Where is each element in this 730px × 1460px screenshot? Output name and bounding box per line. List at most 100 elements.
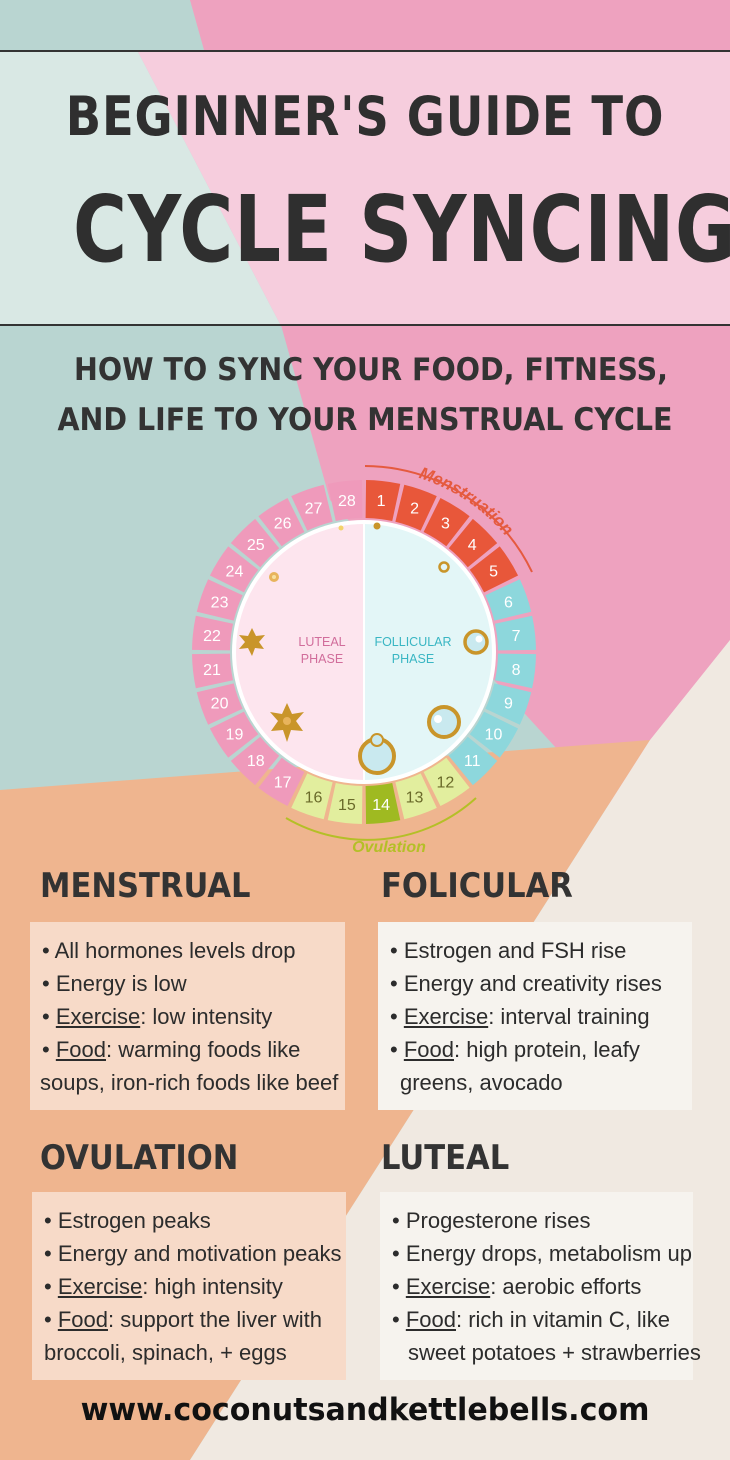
day-number-19: 19: [226, 726, 244, 743]
list-item: • Exercise: high intensity: [44, 1274, 283, 1299]
follicular-half: [364, 524, 492, 780]
day-number-20: 20: [211, 696, 229, 713]
day-segment-16: [291, 773, 333, 820]
day-segment-9: [485, 683, 532, 725]
list-item: • All hormones levels drop: [42, 938, 296, 963]
title-line-2: CYCLE SYNCING: [73, 176, 730, 283]
menstrual-card: • All hormones levels drop • Energy is l…: [30, 922, 345, 1110]
day-number-3: 3: [441, 515, 450, 532]
day-segment-27: [291, 484, 333, 531]
follicular-card: • Estrogen and FSH rise • Energy and cre…: [378, 922, 692, 1110]
day-number-12: 12: [437, 775, 455, 792]
day-number-10: 10: [485, 726, 503, 743]
luteal-label-1: LUTEAL: [298, 635, 345, 649]
day-segment-28: [327, 480, 363, 522]
list-item: • Estrogen and FSH rise: [390, 938, 627, 963]
luteal-half: [236, 524, 364, 780]
day-number-24: 24: [226, 564, 244, 581]
day-number-23: 23: [211, 594, 229, 611]
day-number-17: 17: [274, 775, 292, 792]
luteal-heading: LUTEAL: [381, 1138, 510, 1178]
list-item: • Energy and motivation peaks: [44, 1241, 342, 1266]
day-segment-21: [192, 653, 234, 689]
day-number-6: 6: [504, 594, 513, 611]
day-number-11: 11: [464, 753, 481, 770]
day-number-9: 9: [504, 696, 513, 713]
day-number-15: 15: [338, 797, 356, 814]
subtitle-line-1: HOW TO SYNC YOUR FOOD, FITNESS,: [74, 352, 668, 388]
day-segment-18: [230, 736, 280, 786]
day-number-14: 14: [372, 797, 390, 814]
day-number-26: 26: [274, 515, 292, 532]
title-line-1: BEGINNER'S GUIDE TO: [65, 85, 665, 148]
day-segment-14: [365, 782, 401, 824]
list-item-continued: greens, avocado: [400, 1070, 563, 1095]
ovulation-label: Ovulation: [352, 839, 426, 856]
list-item: • Food: support the liver with: [44, 1307, 322, 1332]
ovulation-heading: OVULATION: [40, 1138, 239, 1178]
follicular-heading: FOLICULAR: [381, 866, 573, 906]
day-segment-26: [258, 497, 305, 547]
day-segment-17: [258, 757, 305, 807]
day-segment-7: [494, 615, 536, 651]
day-segment-20: [196, 683, 243, 725]
day-segment-12: [423, 757, 470, 807]
day-number-16: 16: [305, 789, 323, 806]
list-item-continued: broccoli, spinach, + eggs: [44, 1340, 287, 1365]
day-number-8: 8: [512, 662, 521, 679]
follicular-label-2: PHASE: [392, 652, 434, 666]
list-item-continued: sweet potatoes + strawberries: [408, 1340, 701, 1365]
day-segment-5: [469, 546, 519, 593]
day-number-13: 13: [406, 789, 424, 806]
day-number-1: 1: [377, 493, 386, 510]
day-segment-22: [192, 615, 234, 651]
website-url[interactable]: www.coconutsandkettlebells.com: [80, 1392, 650, 1428]
day-number-21: 21: [203, 662, 221, 679]
list-item: • Food: warming foods like: [42, 1037, 301, 1062]
subtitle-line-2: AND LIFE TO YOUR MENSTRUAL CYCLE: [57, 402, 673, 438]
luteal-label-2: PHASE: [301, 652, 343, 666]
day-number-7: 7: [512, 628, 521, 645]
menstruation-arc: [364, 465, 533, 573]
day-segment-23: [196, 579, 243, 621]
list-item: • Exercise: interval training: [390, 1004, 650, 1029]
day-segment-15: [327, 782, 363, 824]
day-number-25: 25: [247, 537, 265, 554]
luteal-card: • Progesterone rises • Energy drops, met…: [380, 1192, 701, 1380]
day-number-22: 22: [203, 628, 221, 645]
day-number-2: 2: [410, 501, 419, 518]
day-segment-10: [469, 711, 519, 758]
follicular-label-1: FOLLICULAR: [374, 635, 451, 649]
day-segment-1: [365, 480, 401, 522]
day-segment-11: [448, 736, 498, 786]
day-segment-19: [209, 711, 259, 758]
list-item: • Energy is low: [42, 971, 187, 996]
list-item: • Energy drops, metabolism up: [392, 1241, 692, 1266]
list-item: • Exercise: aerobic efforts: [392, 1274, 642, 1299]
menstrual-heading: MENSTRUAL: [40, 866, 251, 906]
list-item: • Food: rich in vitamin C, like: [392, 1307, 670, 1332]
day-number-28: 28: [338, 493, 356, 510]
title-band: [0, 50, 730, 326]
list-item: • Progesterone rises: [392, 1208, 591, 1233]
list-item: • Energy and creativity rises: [390, 971, 662, 996]
list-item: • Estrogen peaks: [44, 1208, 211, 1233]
list-item: • Exercise: low intensity: [42, 1004, 273, 1029]
day-segment-24: [209, 546, 259, 593]
day-segment-8: [494, 653, 536, 689]
day-segment-2: [395, 484, 437, 531]
list-item: • Food: high protein, leafy: [390, 1037, 640, 1062]
day-number-5: 5: [489, 564, 498, 581]
day-number-18: 18: [247, 753, 265, 770]
day-segment-4: [448, 518, 498, 568]
day-number-27: 27: [305, 501, 323, 518]
day-segment-3: [423, 497, 470, 547]
ovulation-card: • Estrogen peaks • Energy and motivation…: [32, 1192, 346, 1380]
corpus-luteum-icon: [239, 525, 344, 742]
list-item-continued: soups, iron-rich foods like beef: [40, 1070, 339, 1095]
day-number-4: 4: [468, 537, 477, 554]
day-segment-6: [485, 579, 532, 621]
day-segment-13: [395, 773, 437, 820]
